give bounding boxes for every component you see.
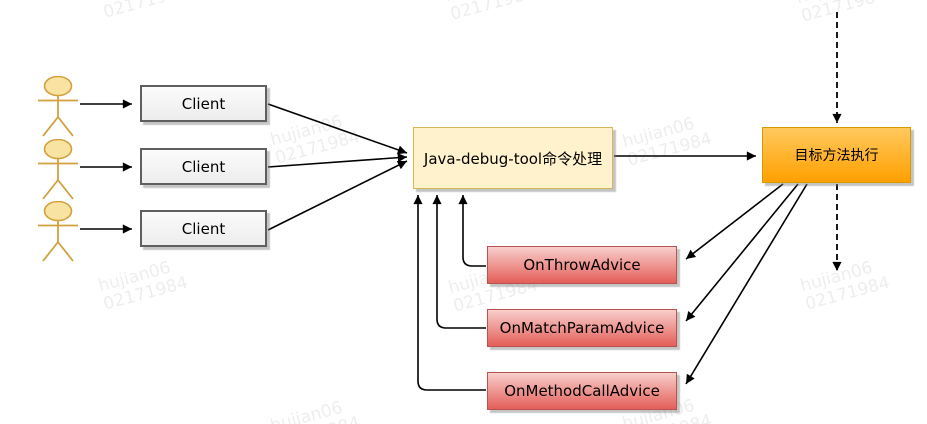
target-method-label: 目标方法执行: [794, 148, 879, 164]
client-node-label: Client: [181, 94, 226, 113]
watermark-id: 02171984: [448, 0, 537, 25]
arrow-onmatchparamadvice-to-processor: [432, 195, 486, 329]
command-processor-node: Java-debug-tool命令处理: [413, 127, 613, 189]
onmatchparamadvice-node: OnMatchParamAdvice: [487, 309, 677, 347]
watermark-user: hujian06: [268, 397, 345, 424]
client-node-3: Client: [140, 210, 267, 247]
advice-node-label: OnMatchParamAdvice: [499, 319, 665, 337]
actor-user-2: [38, 139, 78, 200]
arrow-onmethodcalladvice-to-processor: [413, 195, 486, 391]
watermark-user: hujian06: [96, 0, 186, 4]
arrow-client3-to-processor: [267, 160, 408, 231]
arrow-client1-to-processor: [267, 103, 408, 155]
actor-head: [43, 76, 73, 97]
watermark-id: 02171984: [273, 413, 362, 424]
onmethodcalladvice-node: OnMethodCallAdvice: [487, 372, 677, 410]
onthrowadvice-node: OnThrowAdvice: [487, 246, 677, 284]
actor-body: [38, 158, 78, 200]
client-node-label: Client: [181, 219, 226, 238]
actor-body: [38, 220, 78, 262]
watermark-user: hujian06: [620, 113, 697, 153]
actor-user-1: [38, 76, 78, 137]
watermark-id: 02171984: [101, 272, 190, 315]
watermark-id: 02171984: [803, 272, 892, 315]
advice-node-label: OnMethodCallAdvice: [504, 382, 660, 400]
actor-head: [43, 201, 73, 222]
actor-body: [38, 95, 78, 137]
command-processor-label: Java-debug-tool命令处理: [423, 149, 603, 168]
client-node-1: Client: [140, 85, 267, 122]
actor-user-3: [38, 201, 78, 262]
watermark-user: hujian06: [794, 0, 884, 8]
arrow-target-to-onmethodcalladvice: [685, 183, 808, 385]
watermark-id: 02171984: [101, 0, 190, 23]
arrow-onthrowadvice-to-processor: [458, 195, 486, 267]
arrow-target-to-onthrowadvice: [685, 183, 784, 260]
client-node-2: Client: [140, 148, 267, 185]
arrow-target-to-onmatchparamadvice: [685, 183, 799, 322]
watermark-id: 02171984: [625, 411, 714, 424]
watermark-id: 02171984: [799, 0, 888, 27]
watermark-user: hujian06: [268, 111, 345, 151]
watermark-user: hujian06: [443, 0, 533, 6]
target-method-node: 目标方法执行: [762, 127, 911, 183]
advice-node-label: OnThrowAdvice: [523, 256, 641, 274]
client-node-label: Client: [181, 157, 226, 176]
actor-head: [43, 139, 73, 160]
watermark-user: hujian06: [798, 257, 875, 297]
watermark-user: hujian06: [96, 257, 173, 297]
watermark-id: 02171984: [625, 128, 714, 171]
arrow-client2-to-processor: [267, 153, 408, 168]
watermark-id: 02171984: [273, 126, 362, 169]
